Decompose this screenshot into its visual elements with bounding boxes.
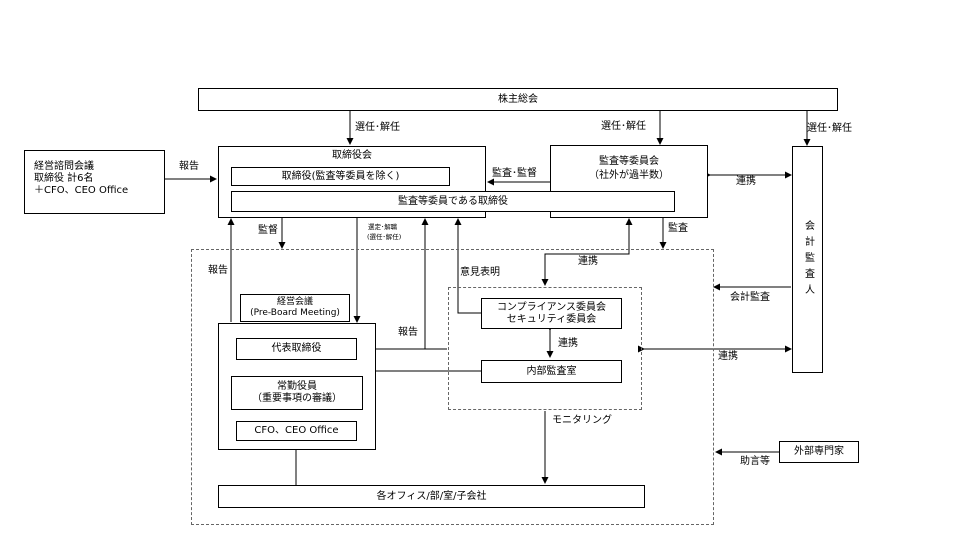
external-experts-box: 外部専門家 bbox=[779, 441, 859, 463]
management-meeting-sub: (Pre-Board Meeting) bbox=[250, 308, 340, 318]
label-accounting-audit: 会計監査 bbox=[730, 292, 770, 303]
advisory-council-members: 取締役 計6名 bbox=[34, 173, 94, 184]
label-coop-internal: 連携 bbox=[578, 256, 598, 267]
label-audit-supervise: 監査･監督 bbox=[492, 168, 537, 179]
compliance-committee-box: コンプライアンス委員会 セキュリティ委員会 bbox=[481, 298, 622, 329]
arrow-opinion bbox=[454, 218, 481, 314]
representative-director-label: 代表取締役 bbox=[271, 343, 322, 354]
external-experts-label: 外部専門家 bbox=[794, 446, 844, 457]
audit-directors-label: 監査等委員である取締役 bbox=[398, 195, 508, 207]
label-coop-auditor: 連携 bbox=[736, 176, 756, 187]
audit-committee-label: 監査等委員会 bbox=[599, 156, 659, 167]
accounting-auditor-box: 会計監査人 bbox=[792, 146, 823, 373]
label-supervise: 監督 bbox=[258, 225, 278, 236]
board-directors-box: 取締役(監査等委員を除く) bbox=[231, 167, 450, 186]
internal-audit-label: 内部監査室 bbox=[526, 365, 577, 377]
audit-directors-box: 監査等委員である取締役 bbox=[231, 191, 675, 212]
board-directors-label: 取締役(監査等委員を除く) bbox=[281, 170, 400, 182]
advisory-council-box: 経営諮問会議 取締役 計6名 ＋CFO、CEO Office bbox=[24, 150, 165, 214]
label-elect-auditor: 選任･解任 bbox=[807, 123, 852, 134]
label-elect-board: 選任･解任 bbox=[355, 122, 400, 133]
label-appoint-sub: (選任･解任) bbox=[367, 233, 402, 241]
management-meeting-label: 経営会議 bbox=[276, 297, 313, 307]
cfo-office-label: CFO、CEO Office bbox=[254, 425, 339, 436]
label-elect-audit: 選任･解任 bbox=[601, 121, 646, 132]
label-coop-compliance: 連携 bbox=[558, 338, 578, 349]
label-audit: 監査 bbox=[668, 223, 688, 234]
label-monitoring: モニタリング bbox=[552, 415, 612, 426]
audit-committee-note: （社外が過半数） bbox=[589, 170, 669, 181]
offices-box: 各オフィス/部/室/子会社 bbox=[218, 485, 645, 508]
management-meeting-box: 経営会議 (Pre-Board Meeting) bbox=[240, 294, 350, 322]
label-report-mid: 報告 bbox=[398, 327, 418, 338]
internal-audit-box: 内部監査室 bbox=[481, 360, 622, 383]
label-appoint: 選定･解職 bbox=[368, 223, 398, 231]
offices-label: 各オフィス/部/室/子会社 bbox=[376, 490, 487, 502]
standing-executives-box: 常勤役員 （重要事項の審議） bbox=[231, 376, 363, 410]
shareholders-meeting-label: 株主総会 bbox=[498, 93, 538, 105]
security-committee-label: セキュリティ委員会 bbox=[506, 313, 597, 325]
representative-director-box: 代表取締役 bbox=[236, 338, 357, 360]
standing-executives-label: 常勤役員 bbox=[277, 381, 317, 392]
advisory-council-name: 経営諮問会議 bbox=[34, 161, 94, 172]
cfo-office-box: CFO、CEO Office bbox=[236, 421, 357, 441]
label-advice: 助言等 bbox=[740, 456, 770, 467]
internal-audit-region bbox=[448, 287, 642, 410]
label-coop-auditor-internal: 連携 bbox=[718, 351, 738, 362]
standing-executives-sub: （重要事項の審議） bbox=[252, 393, 342, 404]
shareholders-meeting-box: 株主総会 bbox=[198, 88, 838, 111]
accounting-auditor-label: 会計監査人 bbox=[802, 219, 814, 300]
advisory-council-extra: ＋CFO、CEO Office bbox=[34, 185, 129, 196]
label-report-advisory: 報告 bbox=[179, 161, 199, 172]
label-opinion: 意見表明 bbox=[460, 267, 500, 278]
compliance-committee-label: コンプライアンス委員会 bbox=[496, 301, 607, 313]
label-report-left: 報告 bbox=[208, 265, 228, 276]
execution-region bbox=[191, 249, 714, 525]
board-label: 取締役会 bbox=[332, 150, 372, 161]
